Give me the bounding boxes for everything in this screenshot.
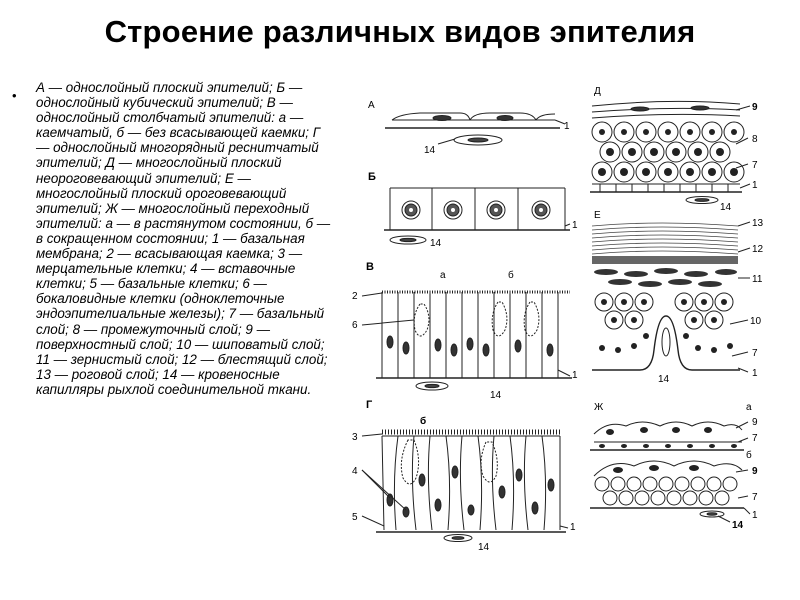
slide-title: Строение различных видов эпителия (104, 14, 696, 49)
panel-d-label: Д (594, 86, 601, 97)
panel-zh-transitional: Ж а (590, 402, 752, 523)
label-7-zh-b: 7 (752, 492, 758, 503)
label-4: 4 (352, 466, 358, 477)
label-7-e: 7 (752, 348, 758, 359)
label-7-zh-a: 7 (752, 433, 758, 444)
label-7-d: 7 (752, 160, 758, 171)
panel-a-simple-squamous: А (368, 100, 566, 146)
label-1-zh: 1 (752, 510, 758, 521)
panel-v-simple-columnar: В а б (361, 261, 572, 391)
label-1-v: 1 (572, 370, 578, 381)
label-1-b: 1 (572, 220, 578, 231)
panel-b-label: Б (368, 171, 376, 183)
panel-g-label: Г (366, 399, 373, 411)
label-14-a: 14 (424, 145, 436, 156)
epithelium-diagram-svg: А 1 14 Б 1 14 В а б (352, 86, 764, 553)
label-14-g: 14 (478, 542, 490, 553)
panel-v-sub-b: б (508, 269, 514, 281)
label-1-d: 1 (752, 180, 758, 191)
label-5: 5 (352, 512, 358, 523)
epithelium-illustration: А 1 14 Б 1 14 В а б (340, 80, 795, 560)
label-14-b: 14 (430, 238, 442, 249)
panel-g-pseudostratified: Г (361, 399, 569, 542)
panel-v-label: В (366, 261, 374, 273)
label-2: 2 (352, 291, 358, 302)
panel-zh-label: Ж (594, 402, 604, 413)
label-zh-sub-b: б (746, 449, 752, 461)
label-1-a: 1 (564, 121, 570, 132)
label-g-sub-b: б (420, 415, 426, 427)
label-3: 3 (352, 432, 358, 443)
label-9-d: 9 (752, 102, 758, 113)
label-6: 6 (352, 320, 358, 331)
label-8: 8 (752, 134, 758, 145)
label-1-g: 1 (570, 522, 576, 533)
label-11: 11 (752, 274, 763, 285)
label-12: 12 (752, 244, 764, 255)
panel-zh-sub-a: а (746, 402, 752, 413)
label-9-zh-b: 9 (752, 466, 758, 477)
panel-e-stratified-keratinized: Е (591, 210, 751, 373)
figure-legend-text: А — однослойный плоский эпителий; Б — од… (36, 80, 331, 397)
label-13: 13 (752, 218, 764, 229)
panel-v-sub-a: а (440, 270, 446, 281)
label-14-v: 14 (490, 390, 502, 401)
panel-b-simple-cuboidal: Б (368, 171, 571, 245)
panel-e-label: Е (594, 210, 601, 221)
panel-d-stratified-nonkeratinized: Д (590, 86, 751, 204)
label-14-zh: 14 (732, 520, 744, 531)
label-14-d: 14 (720, 202, 732, 213)
label-10: 10 (750, 316, 762, 327)
label-1-e: 1 (752, 368, 758, 379)
label-14-e: 14 (658, 374, 670, 385)
bullet-marker: • (12, 88, 17, 103)
panel-a-label: А (368, 100, 375, 111)
label-9-zh-a: 9 (752, 417, 758, 428)
